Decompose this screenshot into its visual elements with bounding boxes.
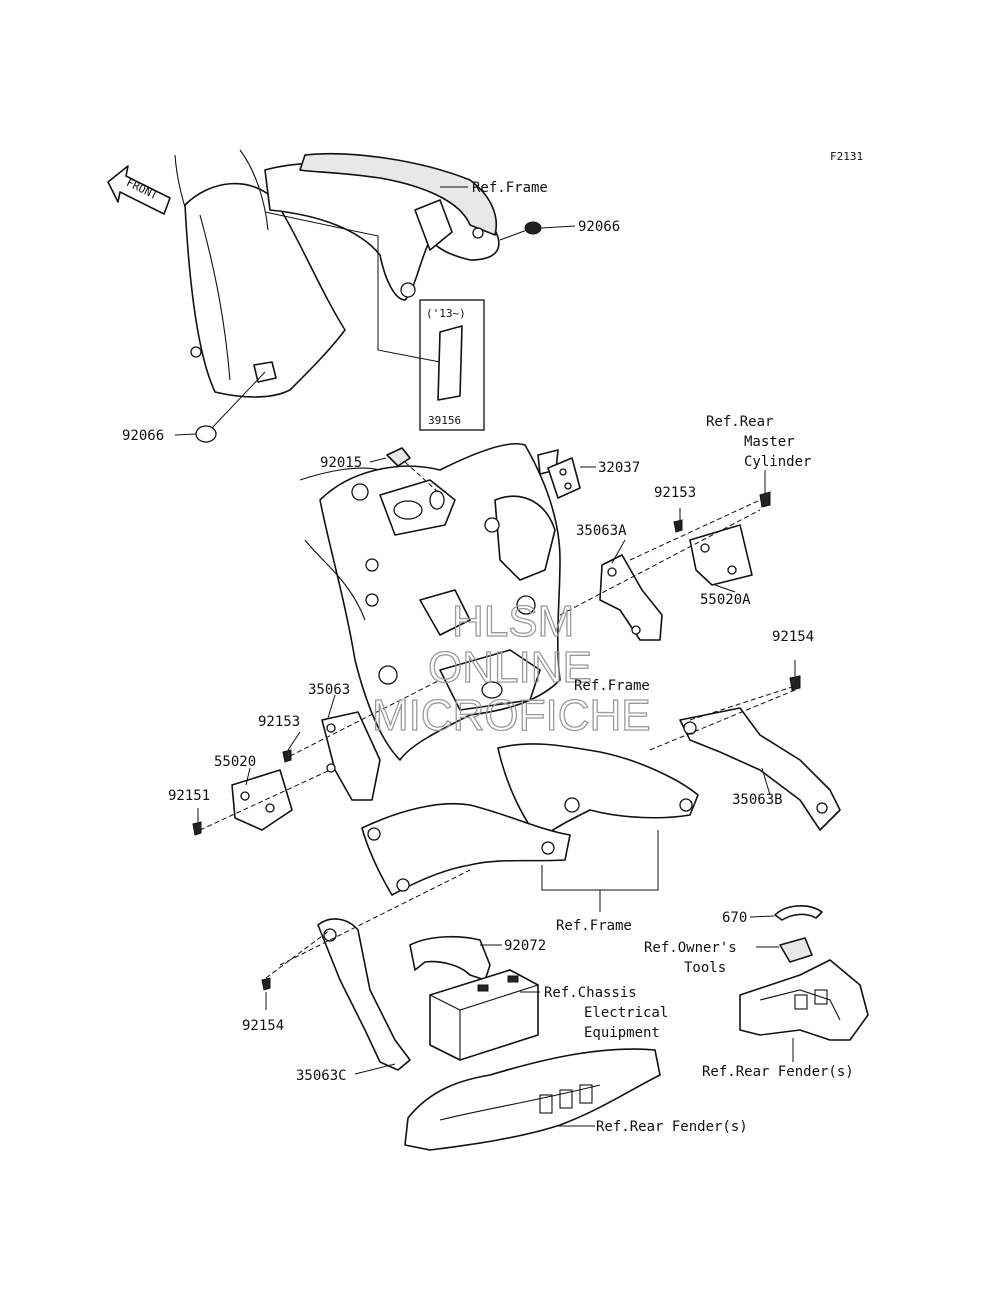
- callout-owners-tools-line-1: Ref.Owner's: [644, 940, 737, 956]
- callout-ref-chassis-line-1: Ref.Chassis: [544, 985, 637, 1001]
- callout-ref-rear-fender-right: Ref.Rear Fender(s): [702, 1064, 854, 1080]
- callout-92151: 92151: [168, 788, 210, 804]
- callout-92015: 92015: [320, 455, 362, 471]
- upper-frame-assembly: [174, 149, 500, 398]
- bracket-32037: [537, 449, 581, 499]
- callout-32037: 32037: [598, 460, 640, 476]
- watermark: HLSM ONLINE MICROFICHE: [371, 596, 651, 740]
- bolt-92154-right: [789, 675, 801, 691]
- bracket-35063A: [599, 554, 663, 641]
- callout-ref-rear-fender-bottom: Ref.Rear Fender(s): [596, 1119, 748, 1135]
- callout-ref-rear-line-2: Master: [744, 434, 795, 450]
- front-direction-arrow: FRONT: [107, 165, 171, 215]
- callout-owners-tools-line-2: Tools: [684, 960, 726, 976]
- variant-box: ('13~) 39156: [419, 299, 485, 431]
- grommet-92066-lower: [195, 425, 217, 443]
- callout-92066-upper: 92066: [578, 219, 620, 235]
- callout-670: 670: [722, 910, 747, 926]
- plate-55020A: [689, 524, 753, 586]
- callout-35063C: 35063C: [296, 1068, 347, 1084]
- callout-ref-frame-lower: Ref.Frame: [556, 918, 632, 934]
- battery-ref-chassis: [429, 969, 539, 1061]
- rear-fender-lower: [404, 1048, 661, 1151]
- cover-92072: [409, 935, 491, 981]
- callout-ref-rear-line-3: Cylinder: [744, 454, 811, 470]
- watermark-line-2: ONLINE: [428, 643, 592, 692]
- variant-part-number: 39156: [428, 414, 461, 427]
- callout-35063: 35063: [308, 682, 350, 698]
- callout-35063A: 35063A: [576, 523, 627, 539]
- callout-ref-frame-top: Ref.Frame: [472, 180, 548, 196]
- callout-92072: 92072: [504, 938, 546, 954]
- plate-55020: [231, 769, 293, 831]
- owners-tools: [779, 937, 813, 963]
- watermark-line-1: HLSM: [452, 597, 574, 646]
- callout-92154-right: 92154: [772, 629, 814, 645]
- bolt-92154-left: [261, 977, 271, 991]
- callout-ref-chassis-line-3: Equipment: [584, 1025, 660, 1041]
- bolt-92153-left: [282, 749, 292, 763]
- bolt-92153-right: [673, 519, 683, 533]
- bracket-35063B: [679, 707, 841, 831]
- bolt-ref-rear-master: [759, 491, 771, 508]
- main-frame-assembly: [299, 442, 561, 761]
- callout-92154-left: 92154: [242, 1018, 284, 1034]
- callout-35063B: 35063B: [732, 792, 783, 808]
- nut-92015: [386, 447, 411, 467]
- variant-year-label: ('13~): [426, 307, 466, 320]
- part-670: [774, 905, 823, 921]
- grommet-92066-upper: [524, 221, 542, 235]
- subframe-right-upper: [497, 743, 699, 841]
- bracket-35063C: [317, 918, 411, 1071]
- callout-92153-left: 92153: [258, 714, 300, 730]
- bolt-92151: [192, 821, 202, 836]
- rear-fender-right: [739, 959, 869, 1041]
- diagram-code: F2131: [830, 150, 863, 163]
- callout-ref-rear-line-1: Ref.Rear: [706, 414, 773, 430]
- callout-55020: 55020: [214, 754, 256, 770]
- callout-55020A: 55020A: [700, 592, 751, 608]
- bracket-35063: [321, 711, 381, 801]
- callout-92153-right: 92153: [654, 485, 696, 501]
- callout-ref-frame-mid: Ref.Frame: [574, 678, 650, 694]
- callout-92066-lower: 92066: [122, 428, 164, 444]
- callout-ref-chassis-line-2: Electrical: [584, 1005, 668, 1021]
- watermark-line-3: MICROFICHE: [372, 691, 651, 740]
- subframe-left-lower: [361, 802, 571, 896]
